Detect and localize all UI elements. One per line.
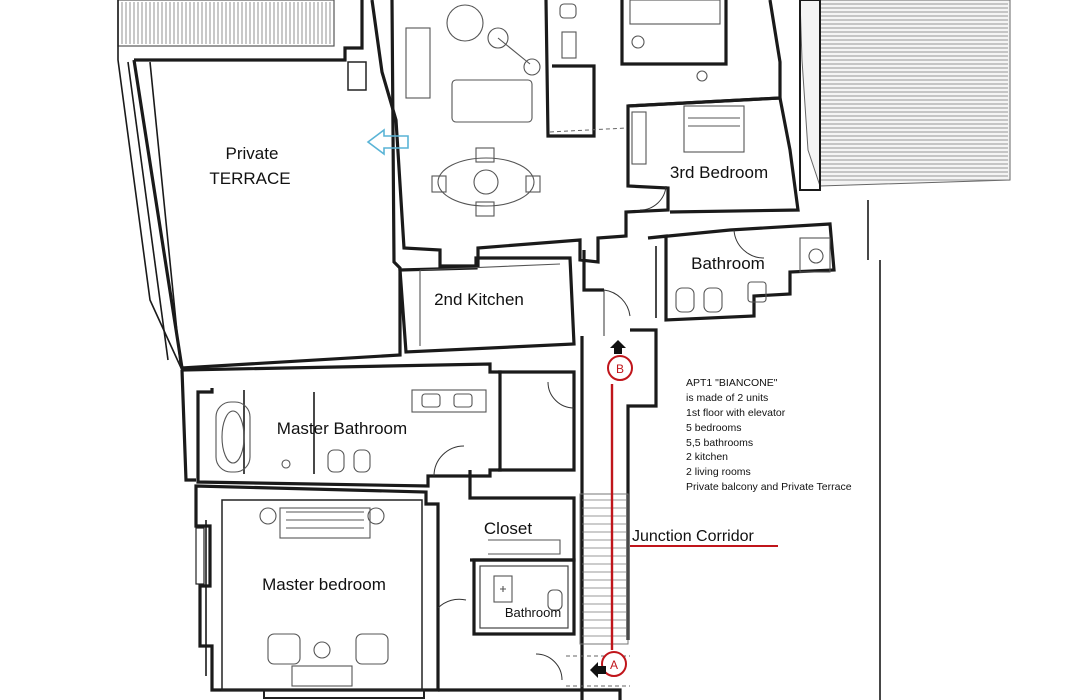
closet: [468, 470, 576, 562]
second-kitchen: [398, 256, 576, 354]
entry-area: [438, 653, 630, 700]
apartment-info: APT1 "BIANCONE" is made of 2 units 1st f…: [686, 377, 852, 493]
entrance-arrow-icon: [366, 128, 409, 156]
bathroom-small-label: Bathroom: [505, 605, 561, 620]
house-arrow-up-icon: [610, 340, 626, 354]
balcony-hatch-top-left: [117, 0, 335, 47]
master-bedroom: [194, 484, 467, 699]
third-bedroom: [627, 0, 821, 214]
house-arrow-left-icon: [590, 662, 606, 678]
private-terrace-label-line1: Private: [226, 144, 279, 163]
private-terrace: [117, 0, 402, 371]
third-bedroom-label: 3rd Bedroom: [670, 163, 768, 182]
storage-room: [498, 370, 576, 472]
info-line: 1st floor with elevator: [686, 407, 786, 419]
master-bedroom-label: Master bedroom: [262, 575, 386, 594]
master-bathroom: [180, 362, 502, 488]
info-line: 5 bedrooms: [686, 422, 741, 434]
second-kitchen-label: 2nd Kitchen: [434, 290, 524, 309]
marker-b-label: B: [616, 362, 624, 376]
info-line: 2 kitchen: [686, 451, 728, 463]
private-terrace-label-line2: TERRACE: [209, 169, 290, 188]
info-line: is made of 2 units: [686, 392, 768, 404]
bathroom-small: [472, 558, 576, 636]
terrace-hatch-right: [799, 0, 1011, 700]
junction-corridor-label: Junction Corridor: [632, 528, 755, 545]
corridor-walls: [580, 250, 658, 700]
closet-label: Closet: [484, 519, 532, 538]
marker-b-circle: [607, 355, 633, 381]
info-line: 5,5 bathrooms: [686, 437, 753, 449]
route-line: B A: [601, 355, 633, 677]
info-line: 2 living rooms: [686, 466, 751, 478]
info-line: Private balcony and Private Terrace: [686, 481, 852, 493]
info-line: APT1 "BIANCONE": [686, 377, 778, 389]
marker-a-label: A: [610, 658, 618, 672]
bathroom-upper: [647, 222, 836, 322]
bathroom-upper-label: Bathroom: [691, 254, 765, 273]
master-bathroom-label: Master Bathroom: [277, 419, 407, 438]
marker-a-circle: [601, 651, 627, 677]
junction-corridor-stairs: [579, 493, 629, 645]
living-room: [370, 0, 782, 268]
